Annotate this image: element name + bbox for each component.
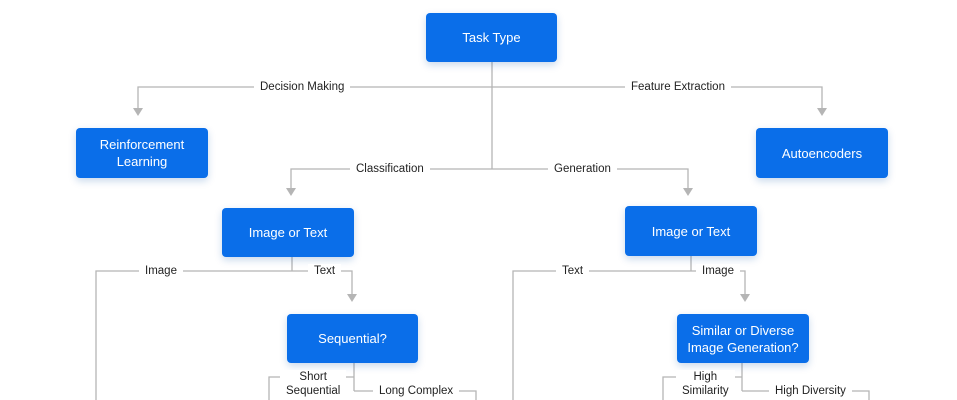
node-image-or-text-right: Image or Text: [625, 206, 757, 256]
node-task-type: Task Type: [426, 13, 557, 62]
label-generation: Generation: [548, 162, 617, 176]
connector-feature-extraction: [492, 86, 823, 110]
connector-left-image: [95, 270, 292, 400]
label-classification: Classification: [350, 162, 430, 176]
label-high-similarity: High Similarity: [676, 370, 735, 398]
label-left-text: Text: [308, 264, 342, 278]
arrowhead-similar-or-diverse: [740, 294, 750, 302]
arrowhead-reinforcement: [133, 108, 143, 116]
label-short-sequential: Short Sequential: [280, 370, 347, 398]
label-left-image: Image: [139, 264, 183, 278]
node-image-or-text-left: Image or Text: [222, 208, 354, 257]
label-decision-making: Decision Making: [254, 80, 351, 94]
connector-decision-making: [137, 86, 492, 110]
node-sequential: Sequential?: [287, 314, 418, 363]
arrowhead-left-image-or-text: [286, 188, 296, 196]
arrowhead-autoencoders: [817, 108, 827, 116]
label-high-diversity: High Diversity: [769, 384, 852, 398]
node-autoencoders: Autoencoders: [756, 128, 888, 178]
label-long-complex: Long Complex: [373, 384, 460, 398]
label-right-image: Image: [696, 264, 740, 278]
node-reinforcement-learning: Reinforcement Learning: [76, 128, 208, 178]
connector-right-text: [512, 270, 691, 400]
arrowhead-right-image-or-text: [683, 188, 693, 196]
label-feature-extraction: Feature Extraction: [625, 80, 731, 94]
arrowhead-sequential: [347, 294, 357, 302]
node-similar-or-diverse: Similar or Diverse Image Generation?: [677, 314, 809, 363]
label-right-text: Text: [556, 264, 590, 278]
